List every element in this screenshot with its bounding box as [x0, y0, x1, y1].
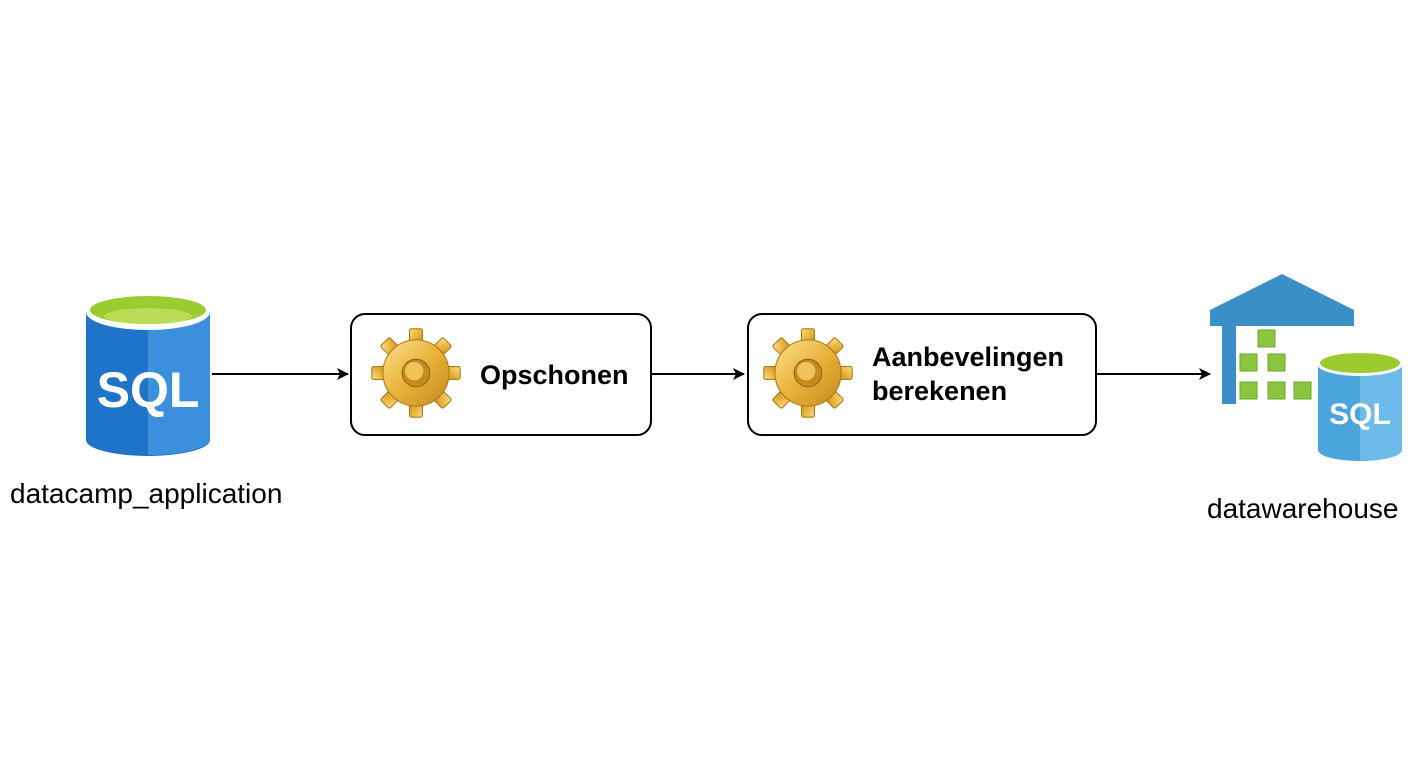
gear-icon	[763, 328, 853, 418]
source-sql-text: SQL	[97, 362, 200, 418]
aanbevelingen-label-line2: berekenen	[872, 376, 1008, 406]
source-caption: datacamp_application	[10, 478, 283, 509]
aanbevelingen-label: Aanbevelingen berekenen	[872, 340, 1064, 408]
gear-icon	[371, 328, 461, 418]
warehouse-caption: datawarehouse	[1207, 493, 1399, 524]
warehouse-sql-text: SQL	[1329, 398, 1391, 431]
data-warehouse-icon: SQL	[1210, 274, 1403, 461]
sql-database-icon: SQL	[86, 294, 210, 456]
opschonen-label: Opschonen	[480, 360, 629, 390]
aanbevelingen-label-line1: Aanbevelingen	[872, 342, 1065, 372]
